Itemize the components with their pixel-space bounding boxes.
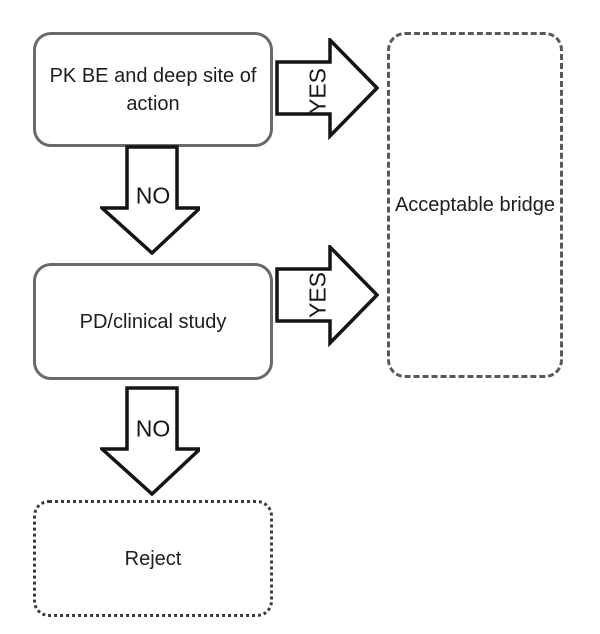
node-acceptable-bridge: Acceptable bridge xyxy=(387,32,563,378)
node-pk-be-deep-site: PK BE and deep site of action xyxy=(33,32,273,147)
node-reject: Reject xyxy=(33,500,273,617)
node-pd-clinical-study-label: PD/clinical study xyxy=(79,310,227,333)
yes-arrow-right-icon xyxy=(275,245,379,347)
no-arrow-down-icon xyxy=(100,386,200,496)
node-pd-clinical-study: PD/clinical study xyxy=(33,263,273,380)
edge-label-no-2: NO xyxy=(135,415,171,442)
edge-label-yes-1: YES xyxy=(304,67,331,115)
edge-label-no-1: NO xyxy=(135,182,171,209)
no-arrow-down-icon xyxy=(100,145,200,255)
node-pk-be-deep-site-label: PK BE and deep site of action xyxy=(49,64,257,115)
node-reject-label: Reject xyxy=(124,547,182,570)
node-acceptable-bridge-label: Acceptable bridge xyxy=(394,194,556,216)
yes-arrow-right-icon xyxy=(275,38,379,140)
edge-label-yes-2: YES xyxy=(304,271,331,319)
